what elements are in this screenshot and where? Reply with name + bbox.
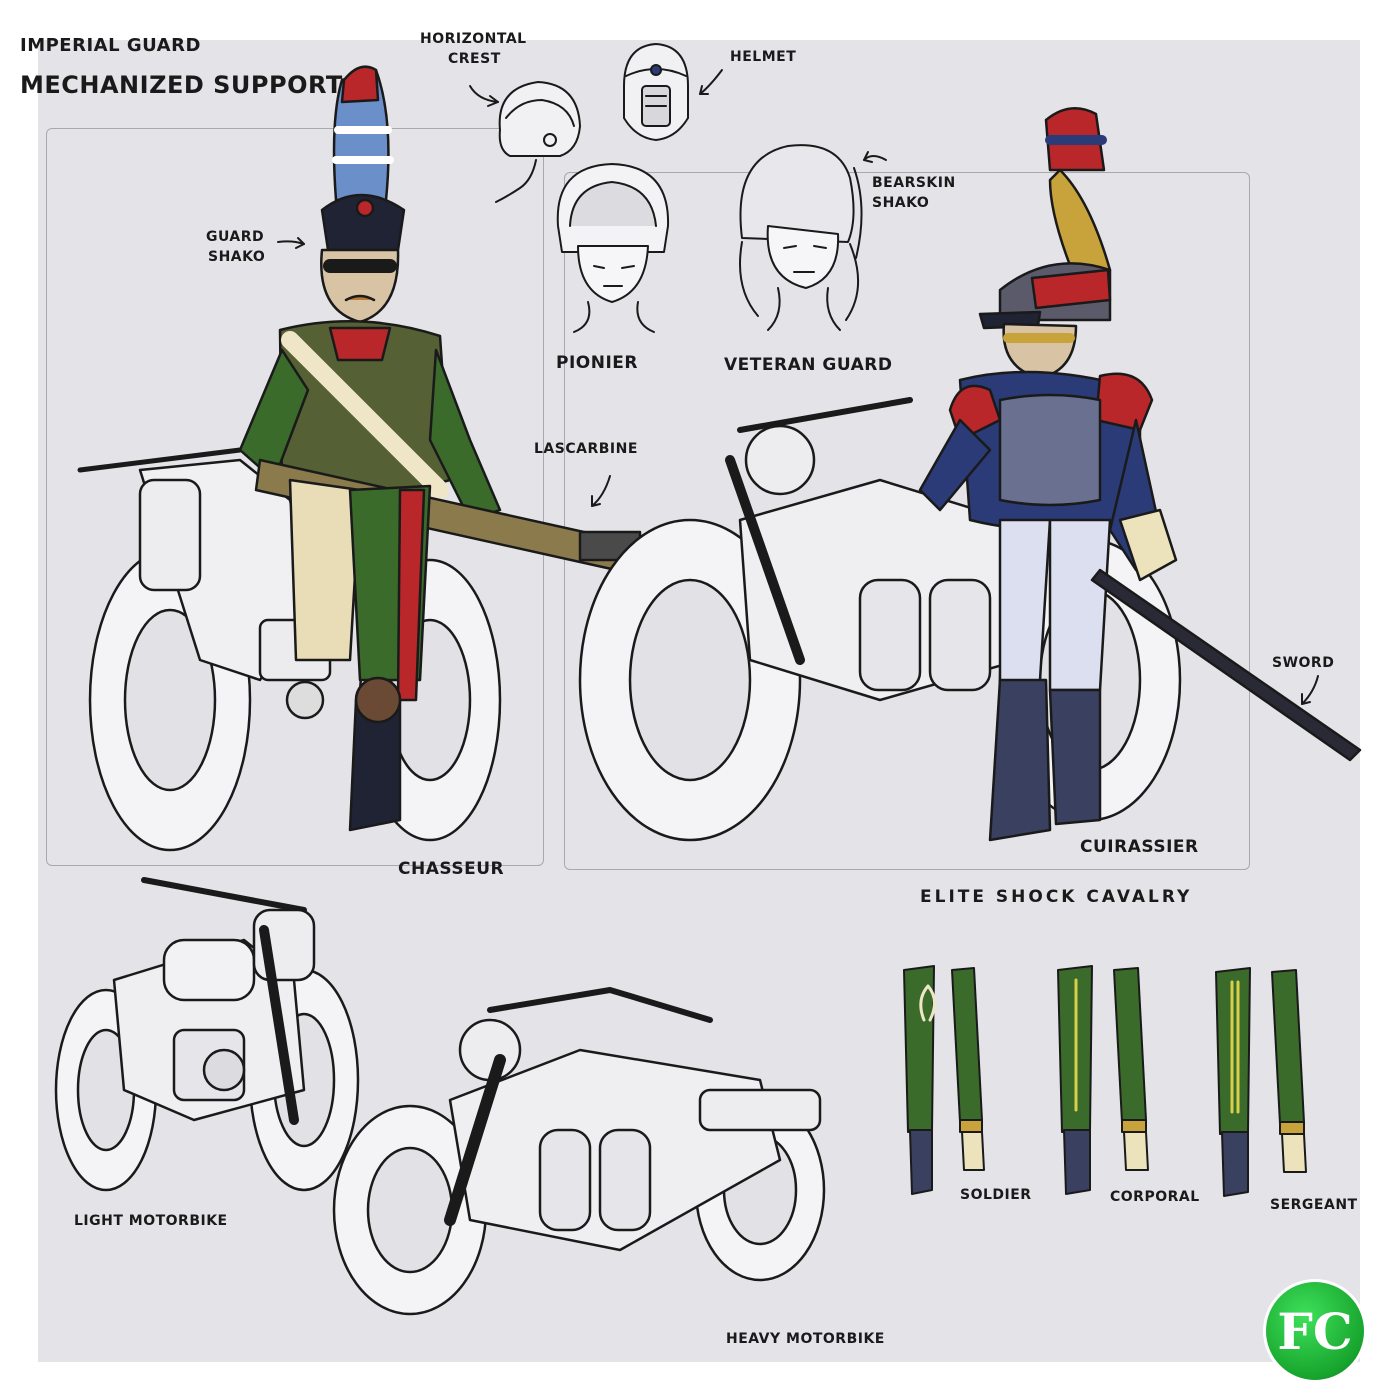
horizontal-crest-label: Horizontal [420, 31, 527, 47]
veteran-guard-label: Veteran Guard [724, 355, 893, 375]
corporal-label: Corporal [1110, 1189, 1200, 1205]
light-motorbike [54, 877, 360, 1192]
soldier-label: Soldier [960, 1187, 1032, 1203]
corporal-sleeves [1057, 965, 1149, 1195]
sergeant-sleeves [1215, 967, 1307, 1197]
fc-logo-text: FC [1277, 1301, 1353, 1361]
guard-shako-label-2: Shako [208, 249, 266, 265]
bearskin-shako-label: Bearskin [872, 175, 956, 191]
veteran-guard-head-sketch [739, 144, 863, 331]
chasseur-panel [46, 128, 544, 866]
soldier-sleeves [903, 965, 985, 1195]
bearskin-shako-label-2: Shako [872, 195, 930, 211]
pionier-label: Pionier [556, 353, 638, 373]
pionier-head-sketch [556, 163, 670, 333]
cuirassier-panel [564, 172, 1250, 870]
cuirassier-label: Cuirassier [1080, 837, 1199, 857]
sergeant-label: Sergeant [1270, 1197, 1358, 1213]
fc-logo: FC [1266, 1282, 1364, 1380]
chasseur-figure [77, 65, 642, 852]
helmet-label: Helmet [730, 49, 797, 65]
elite-shock-cavalry-label: Elite Shock Cavalry [920, 887, 1193, 907]
heavy-motorbike [332, 987, 826, 1316]
sheet-title-line2: Mechanized Support [20, 71, 343, 99]
cuirassier-figure [578, 107, 1362, 842]
sheet-title-line1: Imperial Guard [20, 35, 201, 56]
horizontal-crest-label-2: Crest [448, 51, 501, 67]
chasseur-label: Chasseur [398, 859, 505, 879]
lascarbine-label: Lascarbine [534, 441, 638, 457]
sword-label: Sword [1272, 655, 1335, 671]
horizontal-crest-helmet-sketch [495, 81, 581, 203]
helmet-sketch [623, 43, 689, 141]
heavy-motorbike-label: Heavy Motorbike [726, 1331, 885, 1347]
guard-shako-label: Guard [206, 229, 265, 245]
light-motorbike-label: Light Motorbike [74, 1213, 228, 1229]
